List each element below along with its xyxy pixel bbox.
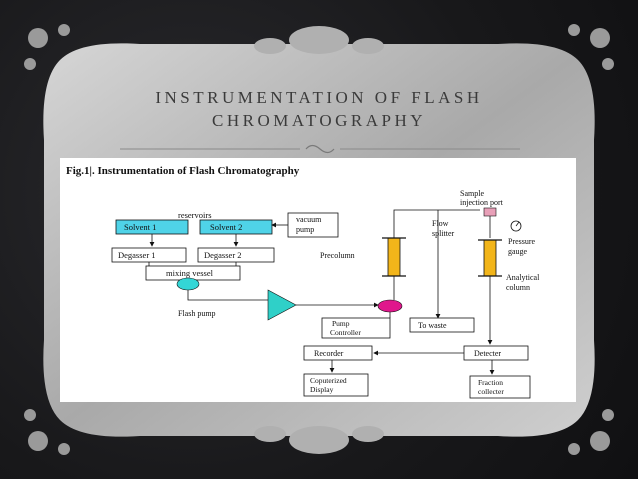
slide-title-line-2: CHROMATOGRAPHY bbox=[212, 111, 426, 130]
detecter-label: Detecter bbox=[474, 349, 501, 358]
to-waste-label: To waste bbox=[418, 321, 447, 330]
reservoirs-label: reservoirs bbox=[178, 210, 212, 220]
analytical-column-label-1: Analytical bbox=[506, 273, 540, 282]
flash-chromatography-diagram: Fig.1|. Instrumentation of Flash Chromat… bbox=[60, 158, 576, 402]
corner-scroll-top-right bbox=[568, 24, 614, 70]
flash-pump-icon bbox=[267, 289, 297, 321]
recorder-label: Recorder bbox=[314, 349, 344, 358]
analytical-column-label-2: column bbox=[506, 283, 530, 292]
mixer-icon bbox=[176, 277, 200, 291]
to-waste-box bbox=[409, 317, 475, 333]
solvent-2-label: Solvent 2 bbox=[210, 222, 242, 232]
figure-caption: Fig.1|. Instrumentation of Flash Chromat… bbox=[66, 165, 300, 177]
sample-injection-label-1: Sample bbox=[460, 189, 484, 198]
pump-controller-label-2: Controller bbox=[330, 328, 361, 337]
degasser-2-label: Degasser 2 bbox=[204, 250, 242, 260]
flow-splitter-label-1: Flow bbox=[432, 219, 449, 228]
fraction-collecter-label-2: collecter bbox=[478, 387, 504, 396]
injector-icon bbox=[377, 299, 403, 313]
divider-flourish-icon bbox=[305, 144, 335, 154]
vacuum-pump-label-2: pump bbox=[296, 225, 314, 234]
pressure-gauge-label-2: gauge bbox=[508, 247, 528, 256]
vacuum-pump-box bbox=[287, 212, 339, 238]
pump-controller-box bbox=[321, 317, 391, 339]
computerized-display-label-2: Display bbox=[310, 385, 334, 394]
corner-scroll-bottom-right bbox=[568, 409, 614, 455]
slide-title: INSTRUMENTATION OF FLASH CHROMATOGRAPHY bbox=[70, 86, 568, 132]
fraction-collecter-box bbox=[469, 375, 531, 399]
solvent-1-label: Solvent 1 bbox=[124, 222, 156, 232]
pump-controller-label-1: Pump bbox=[332, 319, 350, 328]
slide-title-line-1: INSTRUMENTATION OF FLASH bbox=[155, 88, 483, 107]
precolumn-label: Precolumn bbox=[320, 251, 355, 260]
flow-splitter-label-2: splitter bbox=[432, 229, 455, 238]
analytical-column-body bbox=[483, 239, 497, 277]
corner-scroll-top-left bbox=[24, 24, 70, 70]
recorder-box bbox=[303, 345, 373, 361]
pressure-gauge-label-1: Pressure bbox=[508, 237, 536, 246]
mixing-vessel-label: mixing vessel bbox=[166, 268, 214, 278]
precolumn-body bbox=[387, 237, 401, 277]
fraction-collecter-label-1: Fraction bbox=[478, 378, 503, 387]
computerized-display-label-1: Coputerized bbox=[310, 376, 347, 385]
corner-scroll-bottom-left bbox=[24, 409, 70, 455]
sample-injection-label-2: injection port bbox=[460, 198, 504, 207]
title-divider bbox=[120, 144, 520, 154]
flash-pump-label: Flash pump bbox=[178, 309, 216, 318]
degasser-1-label: Degasser 1 bbox=[118, 250, 156, 260]
vacuum-pump-label-1: vacuum bbox=[296, 215, 322, 224]
computerized-display-box bbox=[303, 373, 369, 397]
injection-port-icon bbox=[483, 207, 497, 217]
bottom-crest-ornament bbox=[254, 426, 384, 454]
top-crest-ornament bbox=[254, 26, 384, 54]
